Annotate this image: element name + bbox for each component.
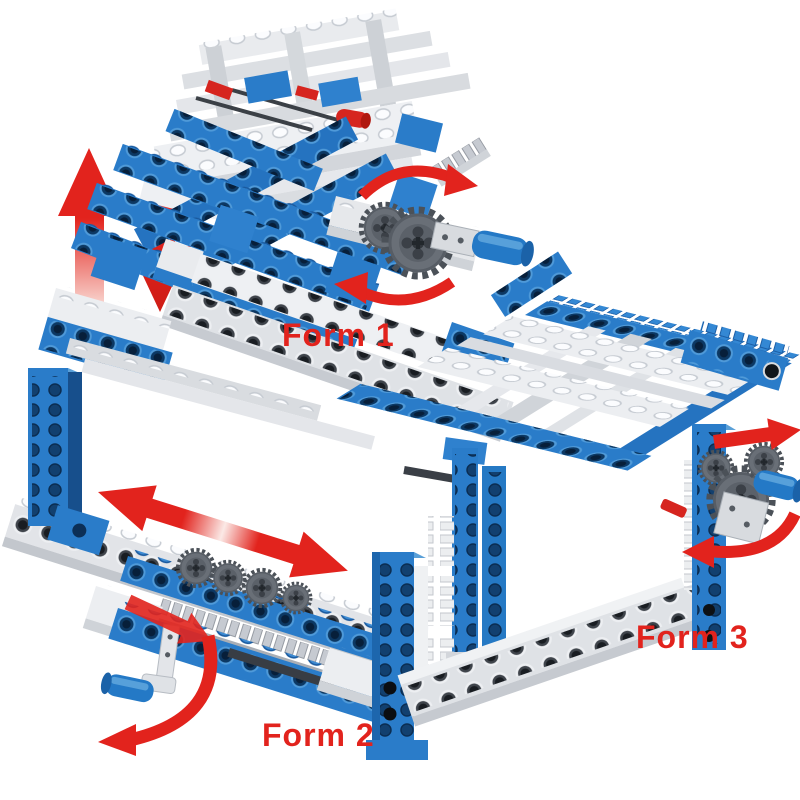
red-pin: [204, 79, 234, 101]
form1-scissor-beams: [70, 108, 438, 356]
pinion-gear-icon: [279, 581, 313, 615]
form1-base: [38, 238, 515, 450]
form3-crank-gear: [660, 418, 800, 650]
form2-crank-rotate-arrow-icon: [128, 634, 218, 747]
form1-scissor-lift-model: Form 1: [38, 8, 534, 450]
crank-rotate-top-arrow-icon: [358, 165, 454, 200]
form3-crank-handle: [753, 470, 800, 503]
crank-rotate-bottom-arrowhead-icon: [334, 272, 368, 304]
form3-wedge-beam: [680, 321, 790, 391]
slide-both-ways-arrow-icon: [98, 485, 348, 578]
lift-rack: [428, 576, 454, 626]
pinion-gear-icon: [209, 559, 247, 597]
form-3-label: Form 3: [636, 619, 749, 655]
form2-left-tower: [28, 368, 110, 556]
crank-rotate-top-arrowhead-icon: [444, 164, 478, 196]
form3-base-beam: [397, 577, 709, 727]
form1-crank-gear: [326, 137, 534, 306]
deck-axle: [195, 96, 313, 132]
lift-rack: [428, 516, 454, 566]
form3-crank-rotate-arrowhead-icon: [682, 536, 714, 568]
form2-crank-rotate-arrowhead-icon: [98, 724, 136, 756]
pinion-gear-icon: [175, 547, 217, 589]
output-right-arrow-icon: [713, 418, 800, 451]
pinion-gear-icon: [241, 567, 283, 609]
form1-crank-handle: [430, 221, 534, 267]
red-pin: [295, 85, 319, 101]
form2-crank-handle: [100, 623, 181, 703]
form-1-label: Form 1: [282, 317, 395, 353]
form3-corner-beam: [490, 251, 573, 317]
red-pin: [660, 498, 687, 518]
form2-right-tower: [366, 552, 444, 760]
form2-slider-model: Form 2: [1, 368, 444, 760]
push-right-arrow-icon: [124, 594, 212, 644]
form3-crank-rotate-arrow-icon: [707, 511, 800, 558]
form3-tilt-model: Form 3: [336, 251, 800, 727]
form3-platform: [336, 294, 800, 471]
crank-rotate-bottom-arrow-icon: [359, 277, 456, 306]
form-2-label: Form 2: [262, 717, 375, 753]
